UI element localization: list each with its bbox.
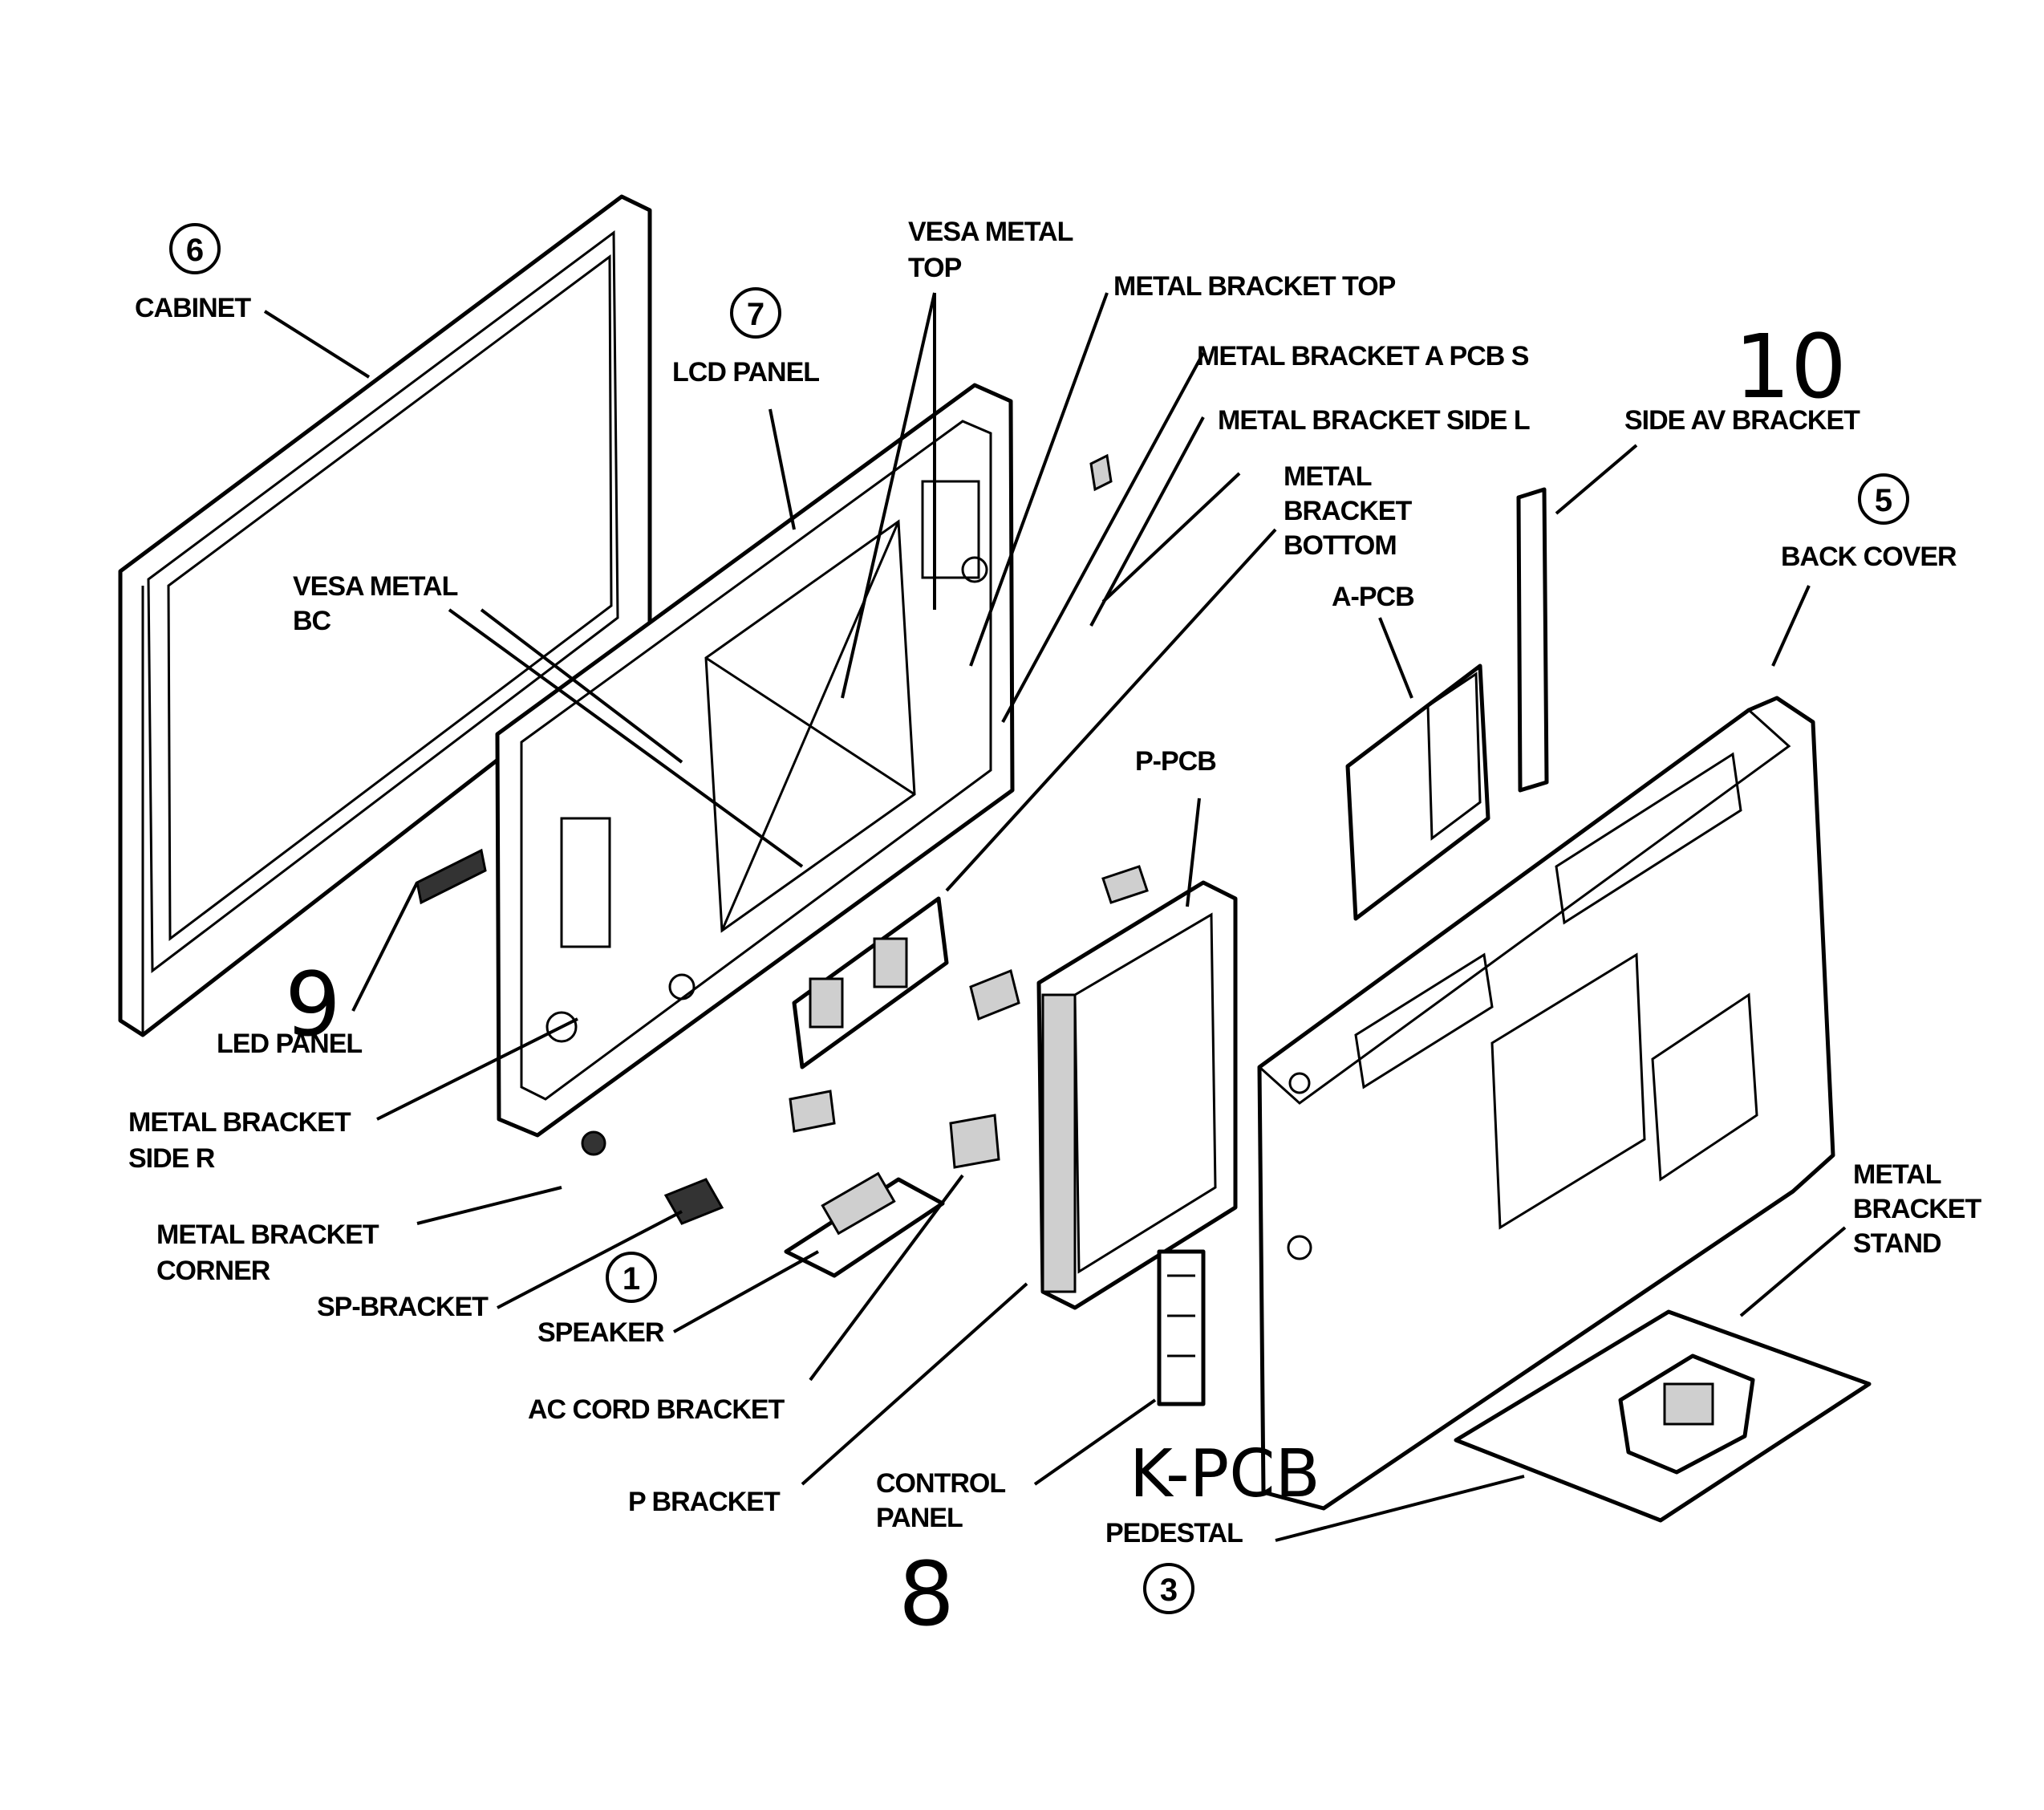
label-metal-bracket-stand-line3: STAND [1853,1228,1941,1259]
handwritten-led-panel-number: 9 [285,953,341,1056]
circled-number-back-cover: 5 [1858,473,1909,525]
label-a-pcb: A-PCB [1332,582,1414,612]
label-vesa-metal-top-line1: VESA METAL [908,217,1073,247]
leader-lines [263,292,1847,1542]
circled-number-pedestal-text: 3 [1160,1573,1178,1608]
circled-number-pedestal: 3 [1143,1563,1194,1614]
side-av-bracket-part [1516,487,1549,793]
label-metal-bracket-bottom-line2: BRACKET [1284,496,1412,526]
label-control-panel-line1: CONTROL [876,1468,1005,1499]
handwritten-side-av-number: 10 [1734,315,1847,418]
label-p-pcb: P-PCB [1135,746,1216,777]
label-back-cover: BACK COVER [1781,542,1957,572]
circled-number-cabinet-text: 6 [186,233,204,268]
handwritten-control-panel-number: 8 [898,1543,955,1646]
label-metal-bracket-a-pcb: METAL BRACKET A PCB S [1197,341,1529,371]
lcd-panel [495,383,1015,1138]
label-metal-bracket-stand-line1: METAL [1853,1159,1941,1190]
label-vesa-metal-top-line2: TOP [908,253,962,283]
circled-number-lcd-panel-text: 7 [747,297,764,332]
label-lcd-panel: LCD PANEL [672,357,819,388]
speaker-part [784,1171,945,1278]
label-metal-bracket-top: METAL BRACKET TOP [1113,271,1396,302]
label-pedestal: PEDESTAL [1105,1518,1243,1548]
led-panel-strip [416,848,487,905]
label-side-av-bracket: SIDE AV BRACKET [1624,405,1860,436]
label-speaker: SPEAKER [537,1317,664,1348]
a-pcb-part [1345,664,1490,921]
label-metal-bracket-corner-line2: CORNER [156,1256,270,1286]
label-metal-bracket-corner-line1: METAL BRACKET [156,1220,379,1250]
label-p-bracket: P BRACKET [628,1487,781,1517]
label-metal-bracket-side-r-line2: SIDE R [128,1143,215,1174]
circled-number-speaker-text: 1 [623,1261,640,1297]
label-cabinet: CABINET [135,293,251,323]
label-vesa-metal-bc-line2: BC [293,606,331,636]
circled-number-speaker: 1 [606,1252,657,1303]
pedestal-part [1454,1309,1872,1523]
label-control-panel-line2: PANEL [876,1503,963,1533]
circled-number-cabinet: 6 [169,223,221,274]
label-metal-bracket-bottom-line1: METAL [1284,461,1372,492]
small-clips [581,453,1149,1169]
label-vesa-metal-bc-line1: VESA METAL [293,571,458,602]
metal-bracket-bottom-part [792,896,949,1069]
handwritten-k-pcb: K-PCB [1129,1436,1320,1512]
label-led-panel: LED PANEL [217,1029,362,1059]
back-cover-part [1257,696,1835,1511]
label-ac-cord-bracket: AC CORD BRACKET [528,1394,785,1425]
control-panel-part [1157,1249,1206,1406]
label-sp-bracket: SP-BRACKET [317,1292,489,1322]
p-pcb-part [1036,880,1238,1310]
label-metal-bracket-stand-line2: BRACKET [1853,1194,1981,1224]
label-metal-bracket-side-l: METAL BRACKET SIDE L [1218,405,1530,436]
circled-number-lcd-panel: 7 [730,287,781,339]
label-metal-bracket-side-r-line1: METAL BRACKET [128,1107,351,1138]
circled-number-back-cover-text: 5 [1875,483,1892,518]
cabinet-frame [118,194,652,1037]
label-metal-bracket-bottom-line3: BOTTOM [1284,530,1397,561]
